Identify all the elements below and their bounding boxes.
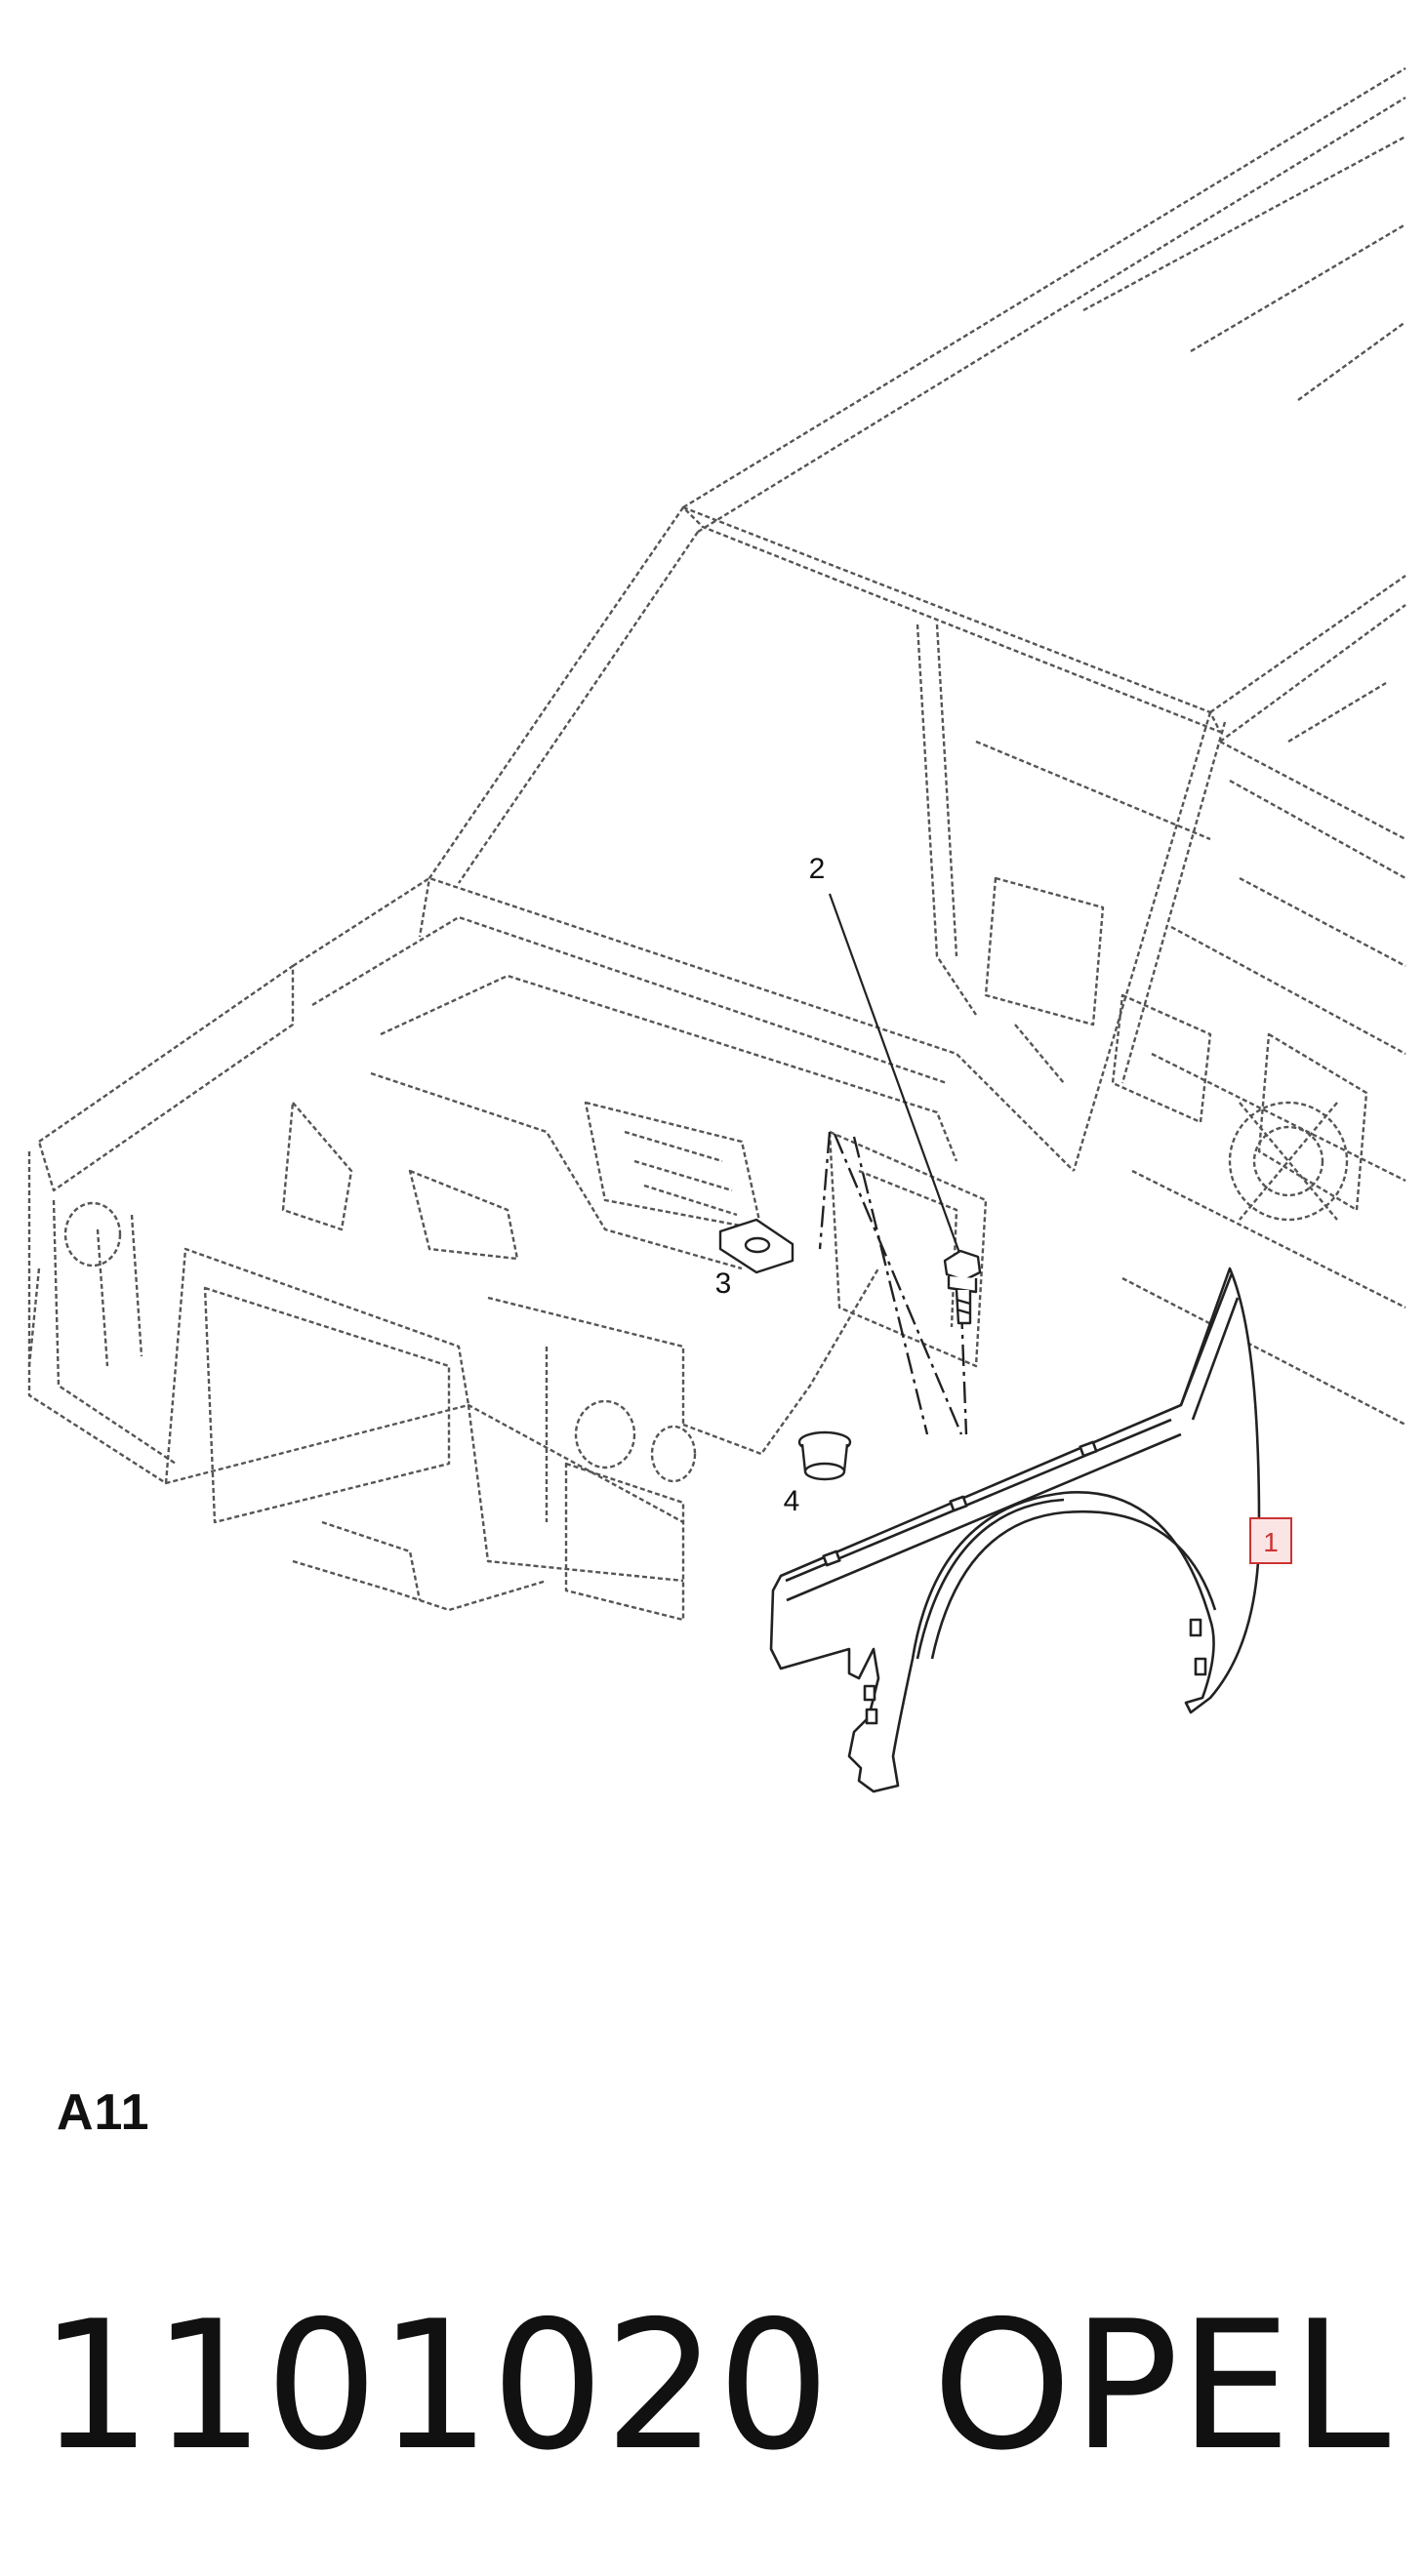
brand-name: OPEL: [932, 2282, 1391, 2489]
part-number: 1101020: [39, 2282, 831, 2489]
car-body-outline: [27, 66, 1406, 1622]
section-code: A11: [57, 2084, 150, 2141]
fender-part: [769, 1267, 1261, 1793]
callout-2-label: 2: [809, 853, 826, 885]
callout-3-label: 3: [715, 1268, 732, 1300]
clip-nut-part: [718, 1218, 794, 1274]
leader-line-2: [828, 893, 961, 1254]
bolt-part: [943, 1249, 982, 1325]
callout-1-label: 1: [1263, 1527, 1279, 1557]
callout-3[interactable]: 3: [715, 1268, 732, 1300]
leader-lines: [818, 1131, 968, 1435]
callout-4[interactable]: 4: [784, 1485, 800, 1517]
callout-4-label: 4: [784, 1485, 800, 1517]
callout-2[interactable]: 2: [809, 853, 826, 885]
footer: 1101020 OPEL: [39, 2282, 1390, 2489]
callout-1-box: [1249, 1517, 1292, 1564]
grommet-part: [797, 1430, 852, 1481]
callout-1[interactable]: 1: [1249, 1517, 1292, 1564]
